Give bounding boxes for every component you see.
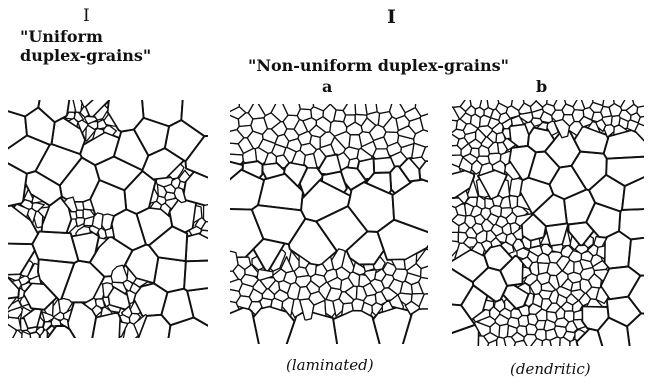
group-ii-title: "Non-uniform duplex-grains": [248, 58, 509, 74]
grain: [186, 233, 208, 261]
grain: [184, 260, 208, 291]
grain: [452, 232, 459, 242]
group-i-title-line2: duplex-grains": [20, 48, 151, 64]
grain: [70, 212, 77, 219]
grain-boundaries: [452, 100, 644, 346]
grain: [509, 178, 522, 196]
dendritic-grains-diagram: [452, 100, 644, 346]
grain: [571, 282, 581, 292]
grain: [574, 310, 583, 320]
grain: [555, 318, 569, 327]
grain: [105, 228, 114, 237]
group-i-title-line1: "Uniform: [20, 29, 103, 45]
group-ii-sub-a: a: [322, 79, 332, 95]
group-ii-sub-b: b: [536, 79, 547, 95]
grain: [154, 257, 186, 292]
grain: [538, 263, 549, 274]
group-ii-numeral: I: [387, 8, 396, 27]
grain: [355, 104, 367, 115]
grain: [592, 112, 603, 122]
laminated-grains-diagram: [230, 104, 428, 344]
group-i-numeral: I: [83, 8, 90, 25]
grain: [161, 289, 193, 326]
grain: [535, 321, 545, 330]
grain-boundaries: [230, 104, 428, 344]
grain: [552, 244, 563, 252]
grain: [619, 208, 644, 240]
caption-dendritic: (dendritic): [510, 362, 591, 377]
grain-boundaries: [8, 100, 208, 338]
grain: [349, 135, 362, 150]
grain: [204, 205, 209, 223]
caption-laminated: (laminated): [286, 358, 374, 373]
uniform-duplex-grains-diagram: [8, 100, 208, 338]
grain: [325, 300, 335, 318]
grain: [531, 239, 541, 248]
